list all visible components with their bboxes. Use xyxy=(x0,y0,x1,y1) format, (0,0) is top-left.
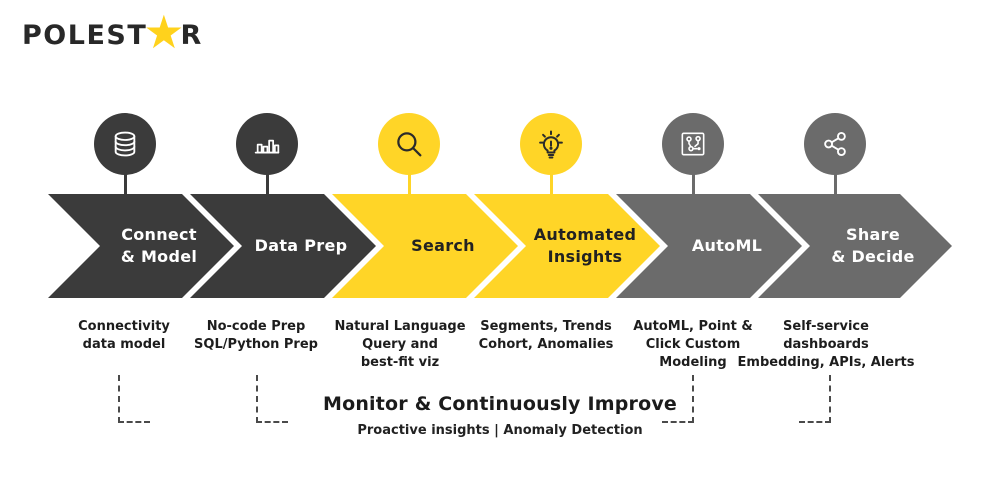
stage-icon-circle-automl xyxy=(662,113,724,175)
stage-label: Share & Decide xyxy=(831,225,915,266)
dashed-connector-automl xyxy=(662,375,694,423)
stage-description-automl: AutoML, Point & Click Custom Modeling xyxy=(633,319,753,371)
stage-label: Connect & Model xyxy=(120,225,198,266)
monitor-improve-subtitle: Proactive insights | Anomaly Detection xyxy=(357,423,643,438)
lightbulb-icon xyxy=(539,130,563,159)
stage-description-connect-model: Connectivity data model xyxy=(78,319,170,353)
database-icon xyxy=(114,131,136,157)
star-icon: ★ xyxy=(143,5,185,59)
monitor-improve-title: Monitor & Continuously Improve xyxy=(322,393,678,415)
stage-stem-connect-model xyxy=(124,172,127,195)
dashed-connector-connect-model xyxy=(118,375,150,423)
stage-label: AutoML xyxy=(691,236,763,256)
stage-stem-automated-insights xyxy=(550,172,553,195)
stage-stem-search xyxy=(408,172,411,195)
stage-stem-share-decide xyxy=(834,172,837,195)
dashed-connector-share-decide xyxy=(799,375,831,423)
stage-icon-circle-search xyxy=(378,113,440,175)
search-icon xyxy=(397,132,422,157)
stage-stem-data-prep xyxy=(266,172,269,195)
dashed-connector-data-prep xyxy=(256,375,288,423)
stage-icon-circle-connect-model xyxy=(94,113,156,175)
stage-description-data-prep: No-code Prep SQL/Python Prep xyxy=(194,319,318,353)
logo-text-after: R xyxy=(180,19,203,51)
stage-icon-circle-data-prep xyxy=(236,113,298,175)
stage-icon-circle-share-decide xyxy=(804,113,866,175)
stage-description-automated-insights: Segments, Trends Cohort, Anomalies xyxy=(478,319,614,353)
share-icon xyxy=(824,132,846,157)
stage-icon-circle-automated-insights xyxy=(520,113,582,175)
stage-description-share-decide: Self-service dashboards Embedding, APIs,… xyxy=(737,319,915,371)
stage-stem-automl xyxy=(692,172,695,195)
stage-description-search: Natural Language Query and best-fit viz xyxy=(334,319,466,371)
automl-circuit-icon xyxy=(681,132,705,156)
polestar-logo: POLEST ★ R xyxy=(22,5,203,59)
bar-chart-icon xyxy=(254,139,280,154)
logo-text-before: POLEST xyxy=(22,19,148,51)
stage-label: Search xyxy=(411,236,475,256)
stage-label: Data Prep xyxy=(254,236,348,256)
stage-label: Automated Insights xyxy=(533,225,637,266)
